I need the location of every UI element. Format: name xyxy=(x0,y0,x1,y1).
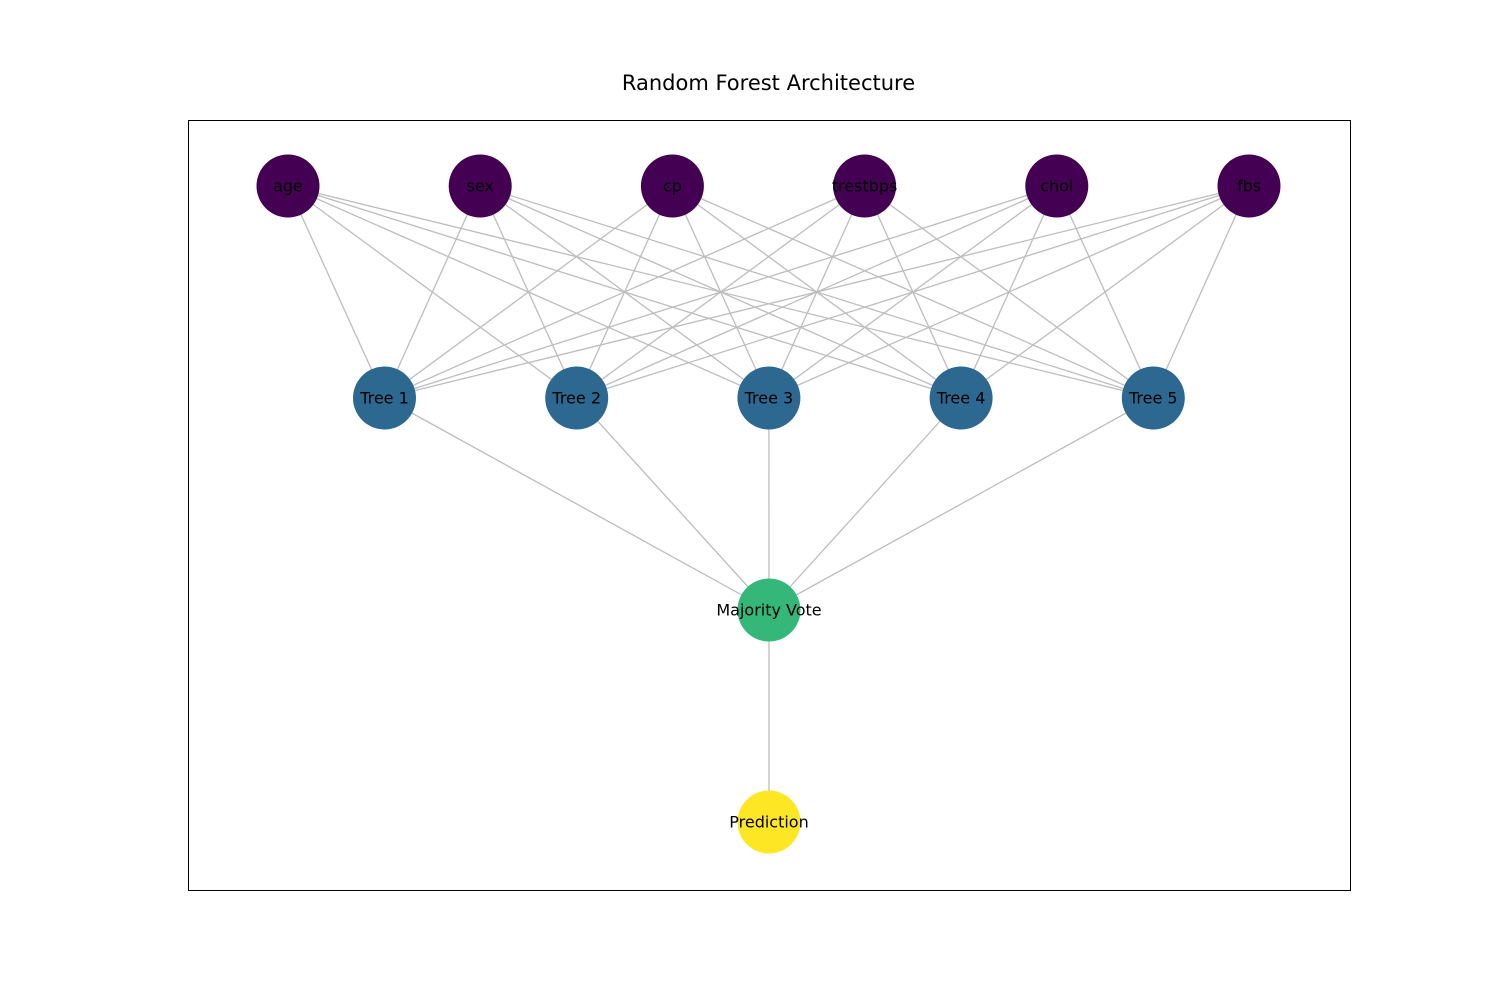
tree-circle-tree-1 xyxy=(353,366,416,430)
feature-node-chol: chol xyxy=(1025,154,1089,218)
edge-cp-to-tree-1 xyxy=(384,185,673,399)
prediction-circle-prediction xyxy=(737,790,801,854)
feature-label-fbs: fbs xyxy=(1237,177,1261,196)
tree-node-tree-1: Tree 1 xyxy=(353,366,416,430)
tree-label-tree-3: Tree 3 xyxy=(744,389,794,408)
feature-label-chol: chol xyxy=(1040,177,1073,196)
feature-node-age: age xyxy=(256,154,320,218)
vote-circle-majority-vote xyxy=(737,578,801,642)
vote-node-majority-vote: Majority Vote xyxy=(716,578,822,642)
edges-layer xyxy=(287,185,1250,822)
feature-circle-age xyxy=(256,154,320,218)
feature-circle-sex xyxy=(448,154,512,218)
prediction-label-prediction: Prediction xyxy=(729,813,808,832)
edge-fbs-to-tree-3 xyxy=(768,185,1250,399)
tree-label-tree-4: Tree 4 xyxy=(936,389,986,408)
feature-label-age: age xyxy=(273,177,303,196)
edge-fbs-to-tree-5 xyxy=(1152,185,1250,399)
tree-node-tree-3: Tree 3 xyxy=(737,366,801,430)
tree-label-tree-1: Tree 1 xyxy=(359,389,409,408)
feature-node-trestbps: trestbps xyxy=(832,154,898,218)
edge-fbs-to-tree-4 xyxy=(960,185,1250,399)
diagram-title: Random Forest Architecture xyxy=(621,71,916,95)
prediction-node-prediction: Prediction xyxy=(729,790,809,854)
edge-trestbps-to-tree-1 xyxy=(384,185,865,399)
edge-fbs-to-tree-1 xyxy=(384,185,1250,399)
tree-label-tree-5: Tree 5 xyxy=(1128,389,1178,408)
feature-node-fbs: fbs xyxy=(1217,154,1281,218)
tree-label-tree-2: Tree 2 xyxy=(551,389,601,408)
edge-tree-5-to-majority-vote xyxy=(768,397,1154,611)
tree-circle-tree-5 xyxy=(1121,366,1185,430)
feature-label-sex: sex xyxy=(467,177,494,196)
feature-circle-cp xyxy=(640,154,704,218)
feature-label-cp: cp xyxy=(663,177,682,196)
tree-node-tree-4: Tree 4 xyxy=(929,366,993,430)
feature-circle-fbs xyxy=(1217,154,1281,218)
feature-node-cp: cp xyxy=(640,154,704,218)
feature-node-sex: sex xyxy=(448,154,512,218)
tree-node-tree-5: Tree 5 xyxy=(1121,366,1185,430)
vote-label-majority-vote: Majority Vote xyxy=(716,601,821,620)
tree-node-tree-2: Tree 2 xyxy=(545,366,609,430)
feature-circle-trestbps xyxy=(833,154,897,218)
edge-tree-2-to-majority-vote xyxy=(576,397,770,611)
edge-tree-4-to-majority-vote xyxy=(768,397,962,611)
tree-circle-tree-2 xyxy=(545,366,609,430)
feature-label-trestbps: trestbps xyxy=(832,177,898,196)
edge-sex-to-tree-1 xyxy=(383,185,481,399)
plot-frame xyxy=(188,120,1351,891)
tree-circle-tree-4 xyxy=(929,366,993,430)
edge-chol-to-tree-1 xyxy=(384,185,1057,399)
feature-circle-chol xyxy=(1025,154,1089,218)
tree-circle-tree-3 xyxy=(737,366,801,430)
edge-fbs-to-tree-2 xyxy=(576,185,1250,399)
edge-tree-1-to-majority-vote xyxy=(384,397,770,611)
edge-age-to-tree-1 xyxy=(287,185,386,399)
